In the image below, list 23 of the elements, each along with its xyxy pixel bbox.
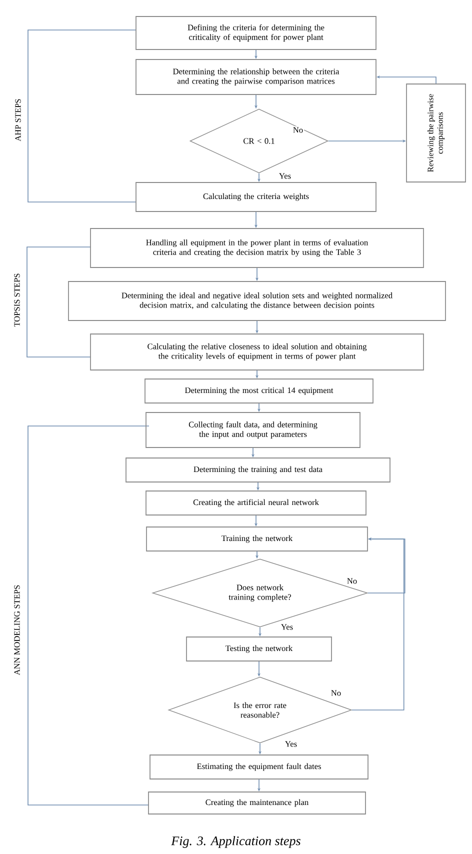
process-box: Calculating the criteria weights <box>136 182 376 212</box>
process-box: Calculating the relative closeness to ideal solution and obtaining the criticality levels of equipment in terms of power plant <box>90 334 424 370</box>
section-label: TOPSIS STEPS <box>13 272 21 328</box>
process-box: Creating the maintenance plan <box>148 792 366 814</box>
process-box: Creating the artificial neural network <box>146 490 366 516</box>
process-box: Determining the relationship between the criteria and creating the pairwise comparison matrices <box>136 59 376 95</box>
process-box: Determining the most critical 14 equipment <box>144 378 374 404</box>
process-box: Reviewing the pairwise comparisons <box>406 84 466 182</box>
edge-label: Yes <box>278 172 292 180</box>
process-box: Handling all equipment in the power plant in terms of evaluation criteria and creating the decision matrix by using the Table 3 <box>90 228 424 268</box>
process-box: Defining the criteria for determining the criticality of equipment for power plant <box>136 16 376 50</box>
process-box: Estimating the equipment fault dates <box>150 754 368 780</box>
edge-label: No <box>292 126 304 134</box>
process-box: Determining the training and test data <box>126 458 390 482</box>
process-box: Collecting fault data, and determining the input and output parameters <box>146 412 360 448</box>
process-box: Determining the ideal and negative ideal solution sets and weighted normalized decision matrix, and calculating the distance between decision points <box>68 281 446 321</box>
edge-label: No <box>346 577 358 585</box>
edge-label: No <box>330 689 342 697</box>
process-box: Testing the network <box>186 636 332 662</box>
caption: Fig. 3. Application steps <box>171 836 300 848</box>
section-label: ANN MODELING STEPS <box>13 584 21 676</box>
section-label: AHP STEPS <box>14 98 22 142</box>
process-box: Training the network <box>146 526 368 552</box>
